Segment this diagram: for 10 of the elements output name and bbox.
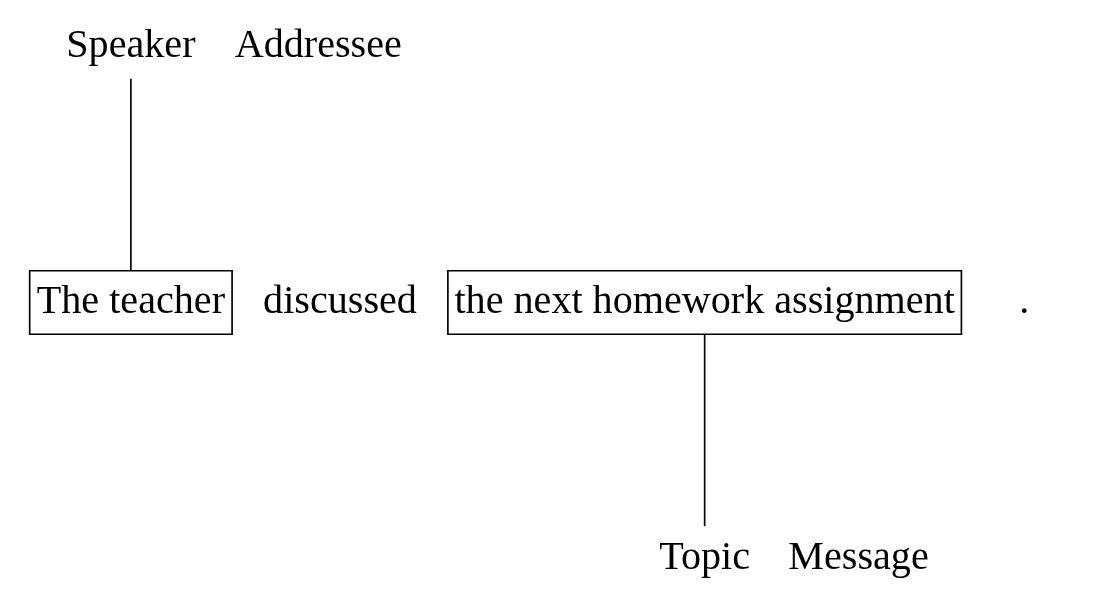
node-box: the next homework assignment bbox=[446, 269, 962, 336]
label: Message bbox=[787, 532, 929, 578]
node-text: Speaker bbox=[65, 20, 196, 66]
node-text: Topic bbox=[658, 532, 750, 578]
label: Addressee bbox=[234, 20, 402, 66]
node-box: The teacher bbox=[28, 269, 233, 336]
connector bbox=[129, 77, 132, 272]
connector bbox=[703, 333, 705, 527]
label: discussed bbox=[262, 276, 417, 322]
label: . bbox=[1018, 276, 1029, 322]
